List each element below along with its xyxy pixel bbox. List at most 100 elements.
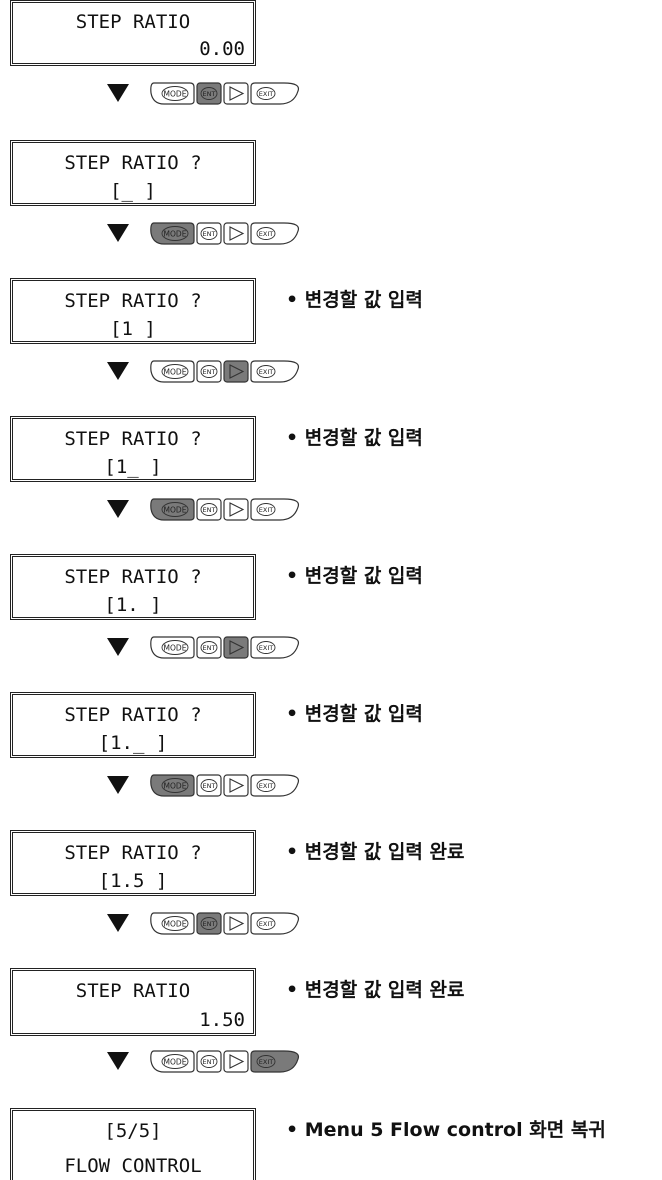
svg-text:MODE: MODE	[164, 781, 187, 790]
down-arrow-icon	[107, 776, 129, 794]
lcd-line-1: STEP RATIO ?	[64, 842, 202, 864]
lcd-screen-1: STEP RATIO 0.00	[10, 0, 256, 66]
lcd-line-2: [1. ]	[104, 594, 162, 616]
exit-key-icon: EXIT	[250, 912, 300, 935]
lcd-line-1: STEP RATIO ?	[64, 152, 202, 174]
right-arrow-key-icon	[223, 774, 249, 797]
step-note: • 변경할 값 입력	[286, 427, 423, 449]
svg-text:ENT: ENT	[203, 506, 216, 514]
exit-key-icon: EXIT	[250, 360, 300, 383]
key-panel-4: MODE ENT EXIT	[150, 495, 302, 523]
right-arrow-key-icon	[223, 636, 249, 659]
mode-key-icon: MODE	[150, 498, 195, 521]
svg-text:EXIT: EXIT	[259, 230, 273, 238]
svg-text:EXIT: EXIT	[259, 644, 273, 652]
down-arrow-icon	[107, 1052, 129, 1070]
ent-key-icon: ENT	[196, 636, 222, 659]
step-note: • 변경할 값 입력 완료	[286, 841, 465, 863]
down-arrow-icon	[107, 914, 129, 932]
right-arrow-key-icon	[223, 82, 249, 105]
mode-key-icon: MODE	[150, 222, 195, 245]
svg-text:EXIT: EXIT	[259, 782, 273, 790]
svg-text:EXIT: EXIT	[259, 1058, 273, 1066]
lcd-screen-7: STEP RATIO ? [1.5 ]	[10, 830, 256, 896]
step-note: • 변경할 값 입력	[286, 289, 423, 311]
key-panel-5: MODE ENT EXIT	[150, 633, 302, 661]
ent-key-icon: ENT	[196, 774, 222, 797]
svg-text:ENT: ENT	[203, 644, 216, 652]
lcd-line-1: STEP RATIO ?	[64, 428, 202, 450]
ent-key-icon: ENT	[196, 360, 222, 383]
exit-key-icon: EXIT	[250, 774, 300, 797]
lcd-screen-4: STEP RATIO ? [1_ ]	[10, 416, 256, 482]
svg-text:EXIT: EXIT	[259, 506, 273, 514]
ent-key-icon: ENT	[196, 498, 222, 521]
mode-key-icon: MODE	[150, 82, 195, 105]
svg-text:MODE: MODE	[164, 89, 187, 98]
lcd-screen-8: STEP RATIO 1.50	[10, 968, 256, 1036]
mode-key-icon: MODE	[150, 774, 195, 797]
lcd-line-1: STEP RATIO ?	[64, 290, 202, 312]
exit-key-icon: EXIT	[250, 636, 300, 659]
mode-key-icon: MODE	[150, 1050, 195, 1073]
svg-text:ENT: ENT	[203, 368, 216, 376]
exit-key-icon: EXIT	[250, 82, 300, 105]
svg-text:ENT: ENT	[203, 230, 216, 238]
svg-text:MODE: MODE	[164, 505, 187, 514]
svg-text:MODE: MODE	[164, 919, 187, 928]
lcd-line-2: [1_ ]	[104, 456, 162, 478]
exit-key-icon: EXIT	[250, 222, 300, 245]
svg-text:MODE: MODE	[164, 367, 187, 376]
down-arrow-icon	[107, 224, 129, 242]
lcd-screen-6: STEP RATIO ? [1._ ]	[10, 692, 256, 758]
step-note: • 변경할 값 입력	[286, 565, 423, 587]
right-arrow-key-icon	[223, 222, 249, 245]
lcd-line-1: STEP RATIO ?	[64, 566, 202, 588]
mode-key-icon: MODE	[150, 912, 195, 935]
svg-text:EXIT: EXIT	[259, 920, 273, 928]
right-arrow-key-icon	[223, 1050, 249, 1073]
lcd-line-2: [1 ]	[110, 318, 156, 340]
ent-key-icon: ENT	[196, 82, 222, 105]
key-panel-7: MODE ENT EXIT	[150, 909, 302, 937]
svg-text:EXIT: EXIT	[259, 90, 273, 98]
lcd-line-1: STEP RATIO	[75, 11, 191, 33]
exit-key-icon: EXIT	[250, 1050, 300, 1073]
step-note: • 변경할 값 입력	[286, 703, 423, 725]
down-arrow-icon	[107, 500, 129, 518]
svg-text:MODE: MODE	[164, 1057, 187, 1066]
key-panel-3: MODE ENT EXIT	[150, 357, 302, 385]
lcd-line-1: [5/5]	[104, 1120, 162, 1142]
lcd-line-1: STEP RATIO	[75, 980, 191, 1002]
lcd-screen-2: STEP RATIO ? [_ ]	[10, 140, 256, 206]
lcd-screen-5: STEP RATIO ? [1. ]	[10, 554, 256, 620]
lcd-line-2: FLOW CONTROL	[64, 1155, 202, 1177]
key-panel-2: MODE ENT EXIT	[150, 219, 302, 247]
lcd-line-2: [_ ]	[110, 180, 156, 202]
svg-text:ENT: ENT	[203, 920, 216, 928]
key-panel-8: MODE ENT EXIT	[150, 1047, 302, 1075]
svg-text:ENT: ENT	[203, 90, 216, 98]
ent-key-icon: ENT	[196, 912, 222, 935]
lcd-screen-3: STEP RATIO ? [1 ]	[10, 278, 256, 344]
exit-key-icon: EXIT	[250, 498, 300, 521]
lcd-line-2: [1.5 ]	[98, 870, 168, 892]
svg-text:MODE: MODE	[164, 229, 187, 238]
right-arrow-key-icon	[223, 360, 249, 383]
right-arrow-key-icon	[223, 912, 249, 935]
svg-text:ENT: ENT	[203, 1058, 216, 1066]
svg-text:EXIT: EXIT	[259, 368, 273, 376]
down-arrow-icon	[107, 362, 129, 380]
mode-key-icon: MODE	[150, 360, 195, 383]
down-arrow-icon	[107, 638, 129, 656]
key-panel-6: MODE ENT EXIT	[150, 771, 302, 799]
key-panel-1: MODE ENT EXIT	[150, 79, 302, 107]
ent-key-icon: ENT	[196, 222, 222, 245]
right-arrow-key-icon	[223, 498, 249, 521]
svg-text:MODE: MODE	[164, 643, 187, 652]
step-note: • Menu 5 Flow control 화면 복귀	[286, 1119, 606, 1141]
lcd-screen-9: [5/5] FLOW CONTROL	[10, 1108, 256, 1180]
mode-key-icon: MODE	[150, 636, 195, 659]
lcd-line-2: 0.00	[199, 38, 245, 60]
lcd-line-2: 1.50	[199, 1009, 245, 1031]
